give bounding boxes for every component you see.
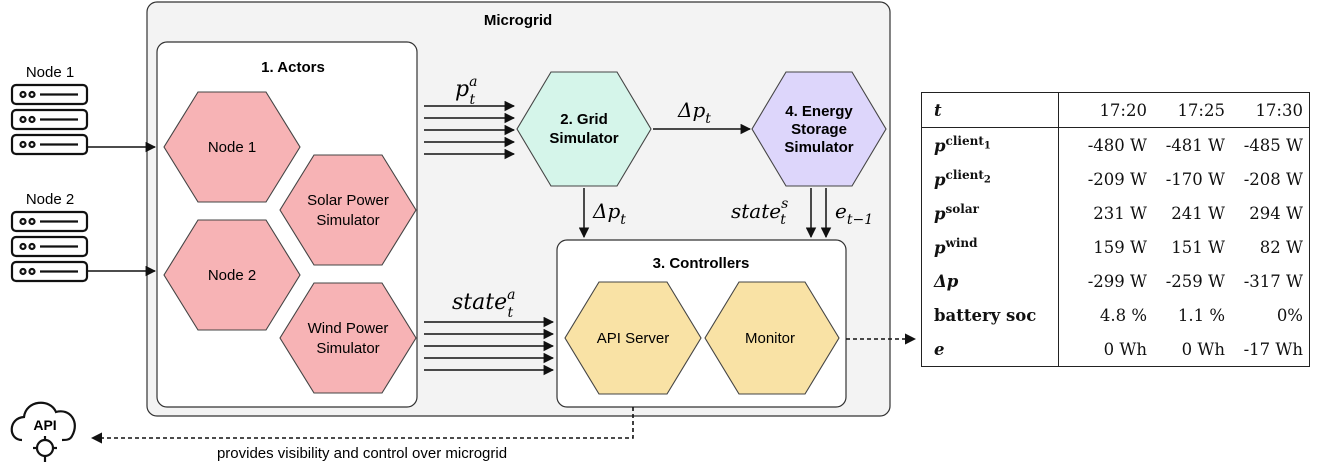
table-cell: -208 W <box>1243 169 1303 189</box>
storage-label-2: Storage <box>791 121 847 138</box>
monitor-hexagon <box>704 281 840 395</box>
table-cell: 0 Wh <box>1103 339 1147 359</box>
delta-p-label-top: Δpt <box>677 98 711 127</box>
storage-label-3: Simulator <box>784 139 853 156</box>
table-cell: -170 W <box>1165 169 1225 189</box>
table-cell: -259 W <box>1165 271 1225 291</box>
table-cell: 1.1 % <box>1177 305 1225 325</box>
api-icon-label: API <box>33 417 56 433</box>
table-row: psolar 231 W 241 W 294 W <box>921 196 1310 230</box>
row-label: e <box>921 332 1059 367</box>
api-server-label: API Server <box>597 330 670 347</box>
delta-p-label-down: Δpt <box>592 199 626 228</box>
microgrid-title: Microgrid <box>484 12 552 29</box>
table-row: battery soc 4.8 % 1.1 % 0% <box>921 298 1310 332</box>
table-cell: -485 W <box>1243 135 1303 155</box>
node1-hex-label: Node 1 <box>208 139 256 156</box>
grid-simulator-hexagon <box>516 71 652 187</box>
api-cloud-icon <box>10 401 76 462</box>
wind-hexagon <box>279 282 417 394</box>
table-cell: 0% <box>1276 305 1303 325</box>
table-cell: 82 W <box>1259 237 1303 257</box>
table-header-cell: 17:20 <box>1058 92 1153 128</box>
power-flow-arrows <box>424 100 516 160</box>
table-cell: 159 W <box>1093 237 1147 257</box>
table-cell: -17 Wh <box>1243 339 1303 359</box>
table-cell: 4.8 % <box>1099 305 1147 325</box>
grid-label-1: 2. Grid <box>560 111 608 128</box>
row-label: pclient2 <box>921 162 1059 196</box>
state-flow-arrows <box>424 316 555 376</box>
table-cell: 0 Wh <box>1181 339 1225 359</box>
table-cell: -317 W <box>1243 271 1303 291</box>
table-row: e 0 Wh 0 Wh -17 Wh <box>921 332 1310 367</box>
controllers-title: 3. Controllers <box>653 255 750 272</box>
api-link-line <box>90 407 634 444</box>
table-cell: -299 W <box>1087 271 1147 291</box>
node1-label: Node 1 <box>26 64 74 81</box>
storage-label-1: 4. Energy <box>785 103 853 120</box>
table-header-cell: 17:30 <box>1231 92 1310 128</box>
table-header-cell: 17:25 <box>1153 92 1231 128</box>
table-cell: 294 W <box>1249 203 1303 223</box>
row-label: Δp <box>921 264 1059 298</box>
wind-hex-label-2: Simulator <box>316 340 379 357</box>
server-icon <box>10 83 89 156</box>
api-server-hexagon <box>564 281 702 395</box>
table-row: Δp -299 W -259 W -317 W <box>921 264 1310 298</box>
table-cell: -480 W <box>1087 135 1147 155</box>
solar-hex-label-1: Solar Power <box>307 192 389 209</box>
table-header-row: t 17:20 17:25 17:30 <box>921 92 1310 128</box>
state-table: t 17:20 17:25 17:30 pclient1 -480 W -481… <box>921 92 1310 367</box>
actors-title: 1. Actors <box>261 59 325 76</box>
solar-hexagon <box>279 154 417 266</box>
table-cell: 231 W <box>1093 203 1147 223</box>
table-cell: -209 W <box>1087 169 1147 189</box>
table-row: pclient1 -480 W -481 W -485 W <box>921 127 1310 162</box>
energy-error-label: et−1 <box>835 199 873 228</box>
table-row: pclient2 -209 W -170 W -208 W <box>921 162 1310 196</box>
api-caption: provides visibility and control over mic… <box>217 445 507 462</box>
table-cell: 151 W <box>1171 237 1225 257</box>
row-label: battery soc <box>921 298 1059 332</box>
node2-label: Node 2 <box>26 191 74 208</box>
wind-hex-label-1: Wind Power <box>308 320 389 337</box>
row-label: pwind <box>921 230 1059 264</box>
node1-hexagon <box>163 91 301 203</box>
table-cell: -481 W <box>1165 135 1225 155</box>
table-header-label: t <box>921 92 1059 128</box>
energy-storage-hexagon <box>751 71 887 187</box>
server-icon <box>10 210 89 283</box>
node2-hex-label: Node 2 <box>208 267 256 284</box>
table-cell: 241 W <box>1171 203 1225 223</box>
table-row: pwind 159 W 151 W 82 W <box>921 230 1310 264</box>
grid-label-2: Simulator <box>549 130 618 147</box>
monitor-label: Monitor <box>745 330 795 347</box>
row-label: psolar <box>921 196 1059 230</box>
node2-hexagon <box>163 219 301 331</box>
solar-hex-label-2: Simulator <box>316 212 379 229</box>
row-label: pclient1 <box>921 127 1059 162</box>
